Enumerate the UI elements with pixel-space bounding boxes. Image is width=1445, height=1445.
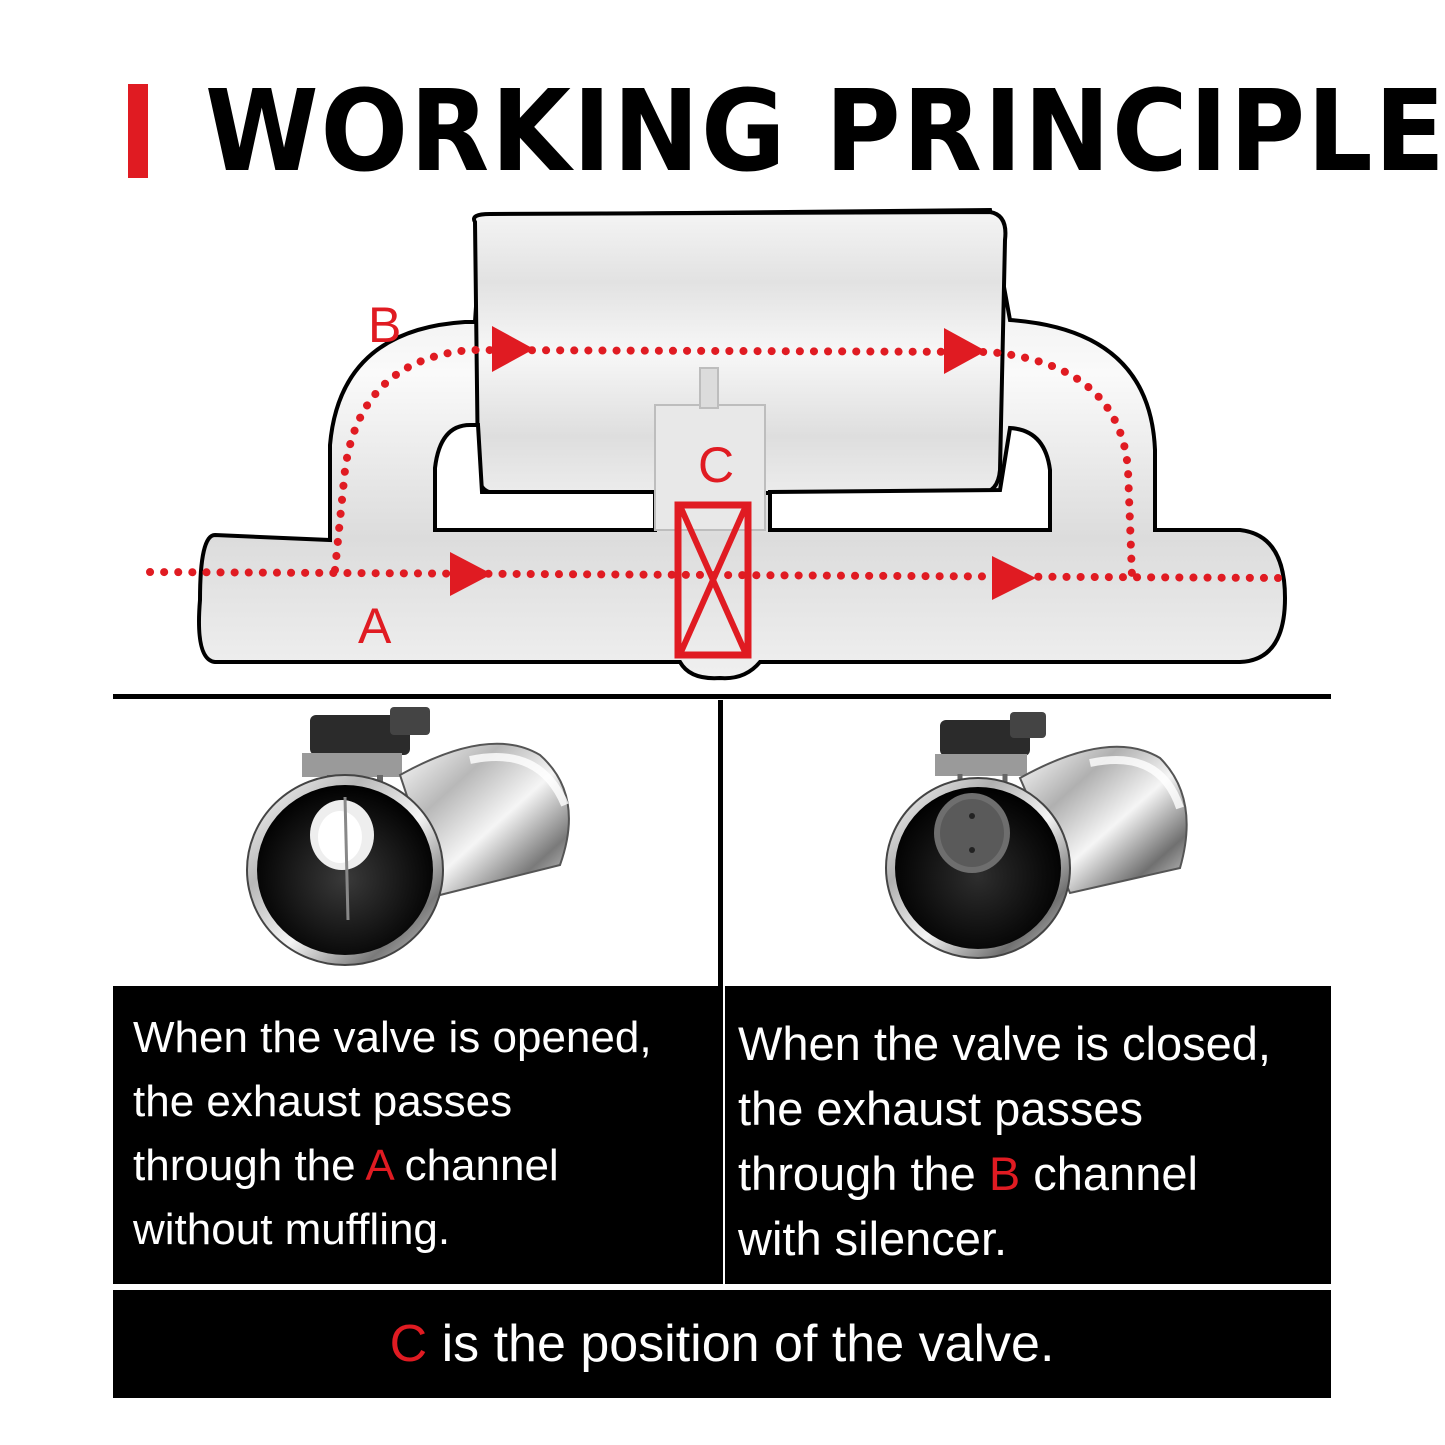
label-b: B — [368, 297, 401, 353]
arrow-b-2 — [944, 328, 986, 374]
arrow-a-2 — [992, 556, 1036, 600]
valve-open-line-2: the exhaust passes — [133, 1077, 513, 1126]
flow-path-b — [331, 345, 1136, 580]
label-a: A — [358, 598, 392, 654]
valve-closed-line-3-pre: through the — [738, 1147, 989, 1200]
valve-open-line-3-pre: through the — [133, 1141, 366, 1190]
horizontal-divider — [113, 694, 1331, 699]
arrow-a-1 — [450, 552, 492, 596]
vertical-divider — [718, 700, 723, 1284]
title-accent-bar — [128, 84, 148, 178]
valve-open-description: When the valve is opened, the exhaust pa… — [113, 986, 718, 1284]
valve-open-line-3: through the A channel — [133, 1134, 718, 1198]
valve-c-key: C — [389, 1315, 428, 1373]
valve-open-line-4: without muffling. — [133, 1205, 451, 1254]
valve-closed-photo — [885, 712, 1188, 959]
valve-closed-line-3-post: channel — [1020, 1147, 1198, 1200]
exhaust-silhouette — [197, 207, 1288, 681]
label-c: C — [698, 437, 734, 493]
valve-closed-line-4: with silencer. — [738, 1212, 1008, 1265]
channel-a-key: A — [365, 1141, 393, 1190]
valve-position-note: C is the position of the valve. — [113, 1290, 1331, 1398]
page-title: WORKING PRINCIPLE — [205, 67, 1445, 197]
valve-open-line-1: When the valve is opened, — [133, 1013, 652, 1062]
valve-open-photo — [246, 707, 570, 966]
exhaust-flow-diagram: A B C — [146, 207, 1288, 681]
valve-closed-line-1: When the valve is closed, — [738, 1017, 1271, 1070]
valve-open-line-3-post: channel — [392, 1141, 559, 1190]
arrow-b-1 — [492, 326, 534, 372]
valve-closed-line-3: through the B channel — [738, 1141, 1331, 1206]
valve-position-text: is the position of the valve. — [427, 1315, 1055, 1373]
valve-closed-description: When the valve is closed, the exhaust pa… — [725, 986, 1331, 1284]
valve-marker — [674, 501, 752, 659]
channel-b-key: B — [988, 1147, 1021, 1200]
valve-closed-line-2: the exhaust passes — [738, 1082, 1143, 1135]
